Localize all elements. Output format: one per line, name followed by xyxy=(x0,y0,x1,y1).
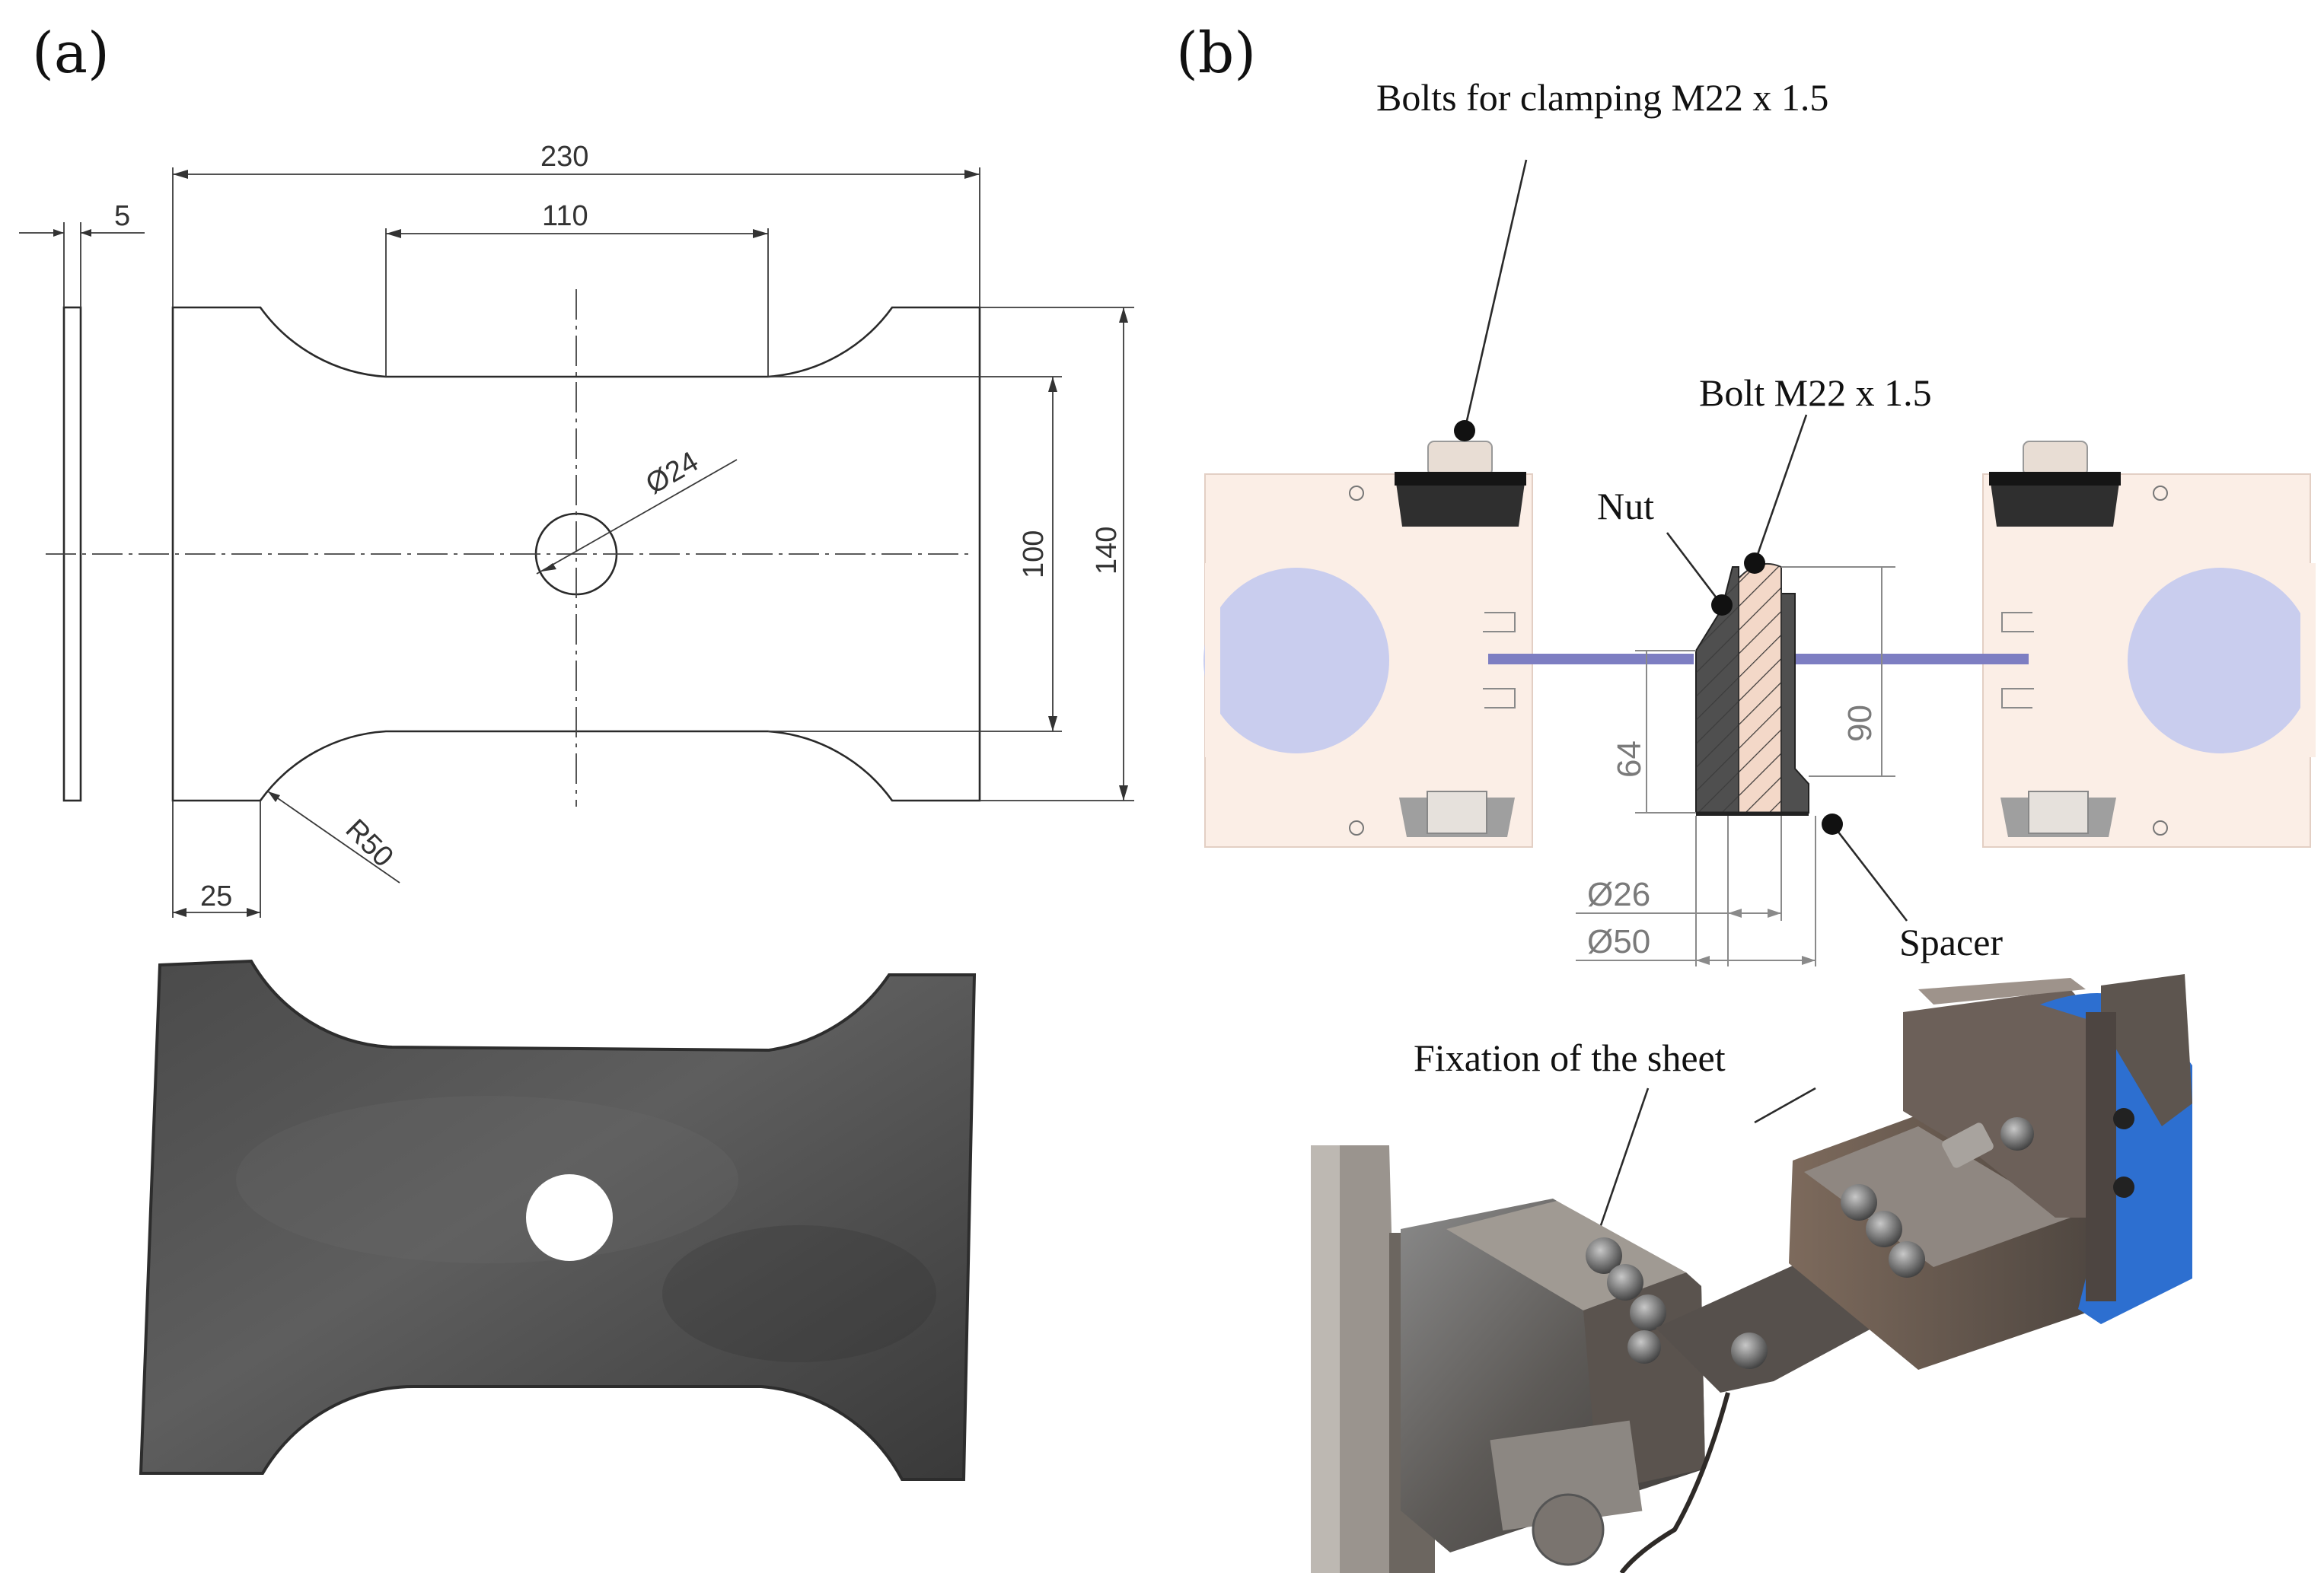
right-roller xyxy=(2128,568,2313,753)
spacer xyxy=(1780,593,1809,814)
dim-diameter-26: Ø26 xyxy=(1587,876,1650,913)
callout-clamping-bolts: Bolts for clamping M22 x 1.5 xyxy=(1376,76,1828,119)
dim-grip-length-line: 25 xyxy=(172,801,261,918)
dim-overall-length: 230 xyxy=(540,141,588,173)
dim-parallel-length-line: 110 xyxy=(385,200,769,377)
dim-diameter-50: Ø50 xyxy=(1587,923,1650,960)
fixture-photo xyxy=(1311,974,2192,1573)
dim-90-lines: 90 xyxy=(1781,566,1895,777)
dim-gauge-width: 100 xyxy=(1018,530,1050,578)
dim-grip-length: 25 xyxy=(200,880,232,912)
dim-thickness: 5 xyxy=(114,200,130,232)
dim-64-lines: 64 xyxy=(1611,650,1696,814)
dim-overall-length-line: 230 xyxy=(172,141,980,307)
dim-hole-diameter: Ø24 xyxy=(641,445,704,500)
callout-spacer: Spacer xyxy=(1899,921,2003,963)
specimen-photo xyxy=(139,959,977,1481)
specimen-drawing xyxy=(46,289,981,807)
sheet-left xyxy=(1488,654,1694,664)
bolt-section xyxy=(1695,562,1809,816)
right-grip-assembly xyxy=(1982,441,2316,848)
panel-b-label: (b) xyxy=(1176,21,1256,86)
callout-nut: Nut xyxy=(1597,485,1654,527)
dim-gauge-width-line: 100 xyxy=(768,376,1062,732)
left-roller xyxy=(1203,568,1389,753)
sheet-right xyxy=(1793,654,2029,664)
dim-90: 90 xyxy=(1841,705,1879,742)
dim-64: 64 xyxy=(1611,740,1648,778)
callout-fixation: Fixation of the sheet xyxy=(1414,1036,1726,1079)
dim-parallel-length: 110 xyxy=(542,200,588,232)
dim-diameter-lines: Ø26 Ø50 xyxy=(1576,816,1816,966)
dim-radius-line: R50 xyxy=(267,791,400,884)
specimen-side-view: 5 xyxy=(19,200,145,802)
panel-a-label: (a) xyxy=(32,21,110,86)
dim-grip-width-line: 140 xyxy=(980,307,1134,801)
dim-radius: R50 xyxy=(340,814,400,874)
left-grip-assembly xyxy=(1203,441,1533,848)
dim-grip-width: 140 xyxy=(1091,527,1123,575)
callout-bolt: Bolt M22 x 1.5 xyxy=(1699,371,1932,414)
